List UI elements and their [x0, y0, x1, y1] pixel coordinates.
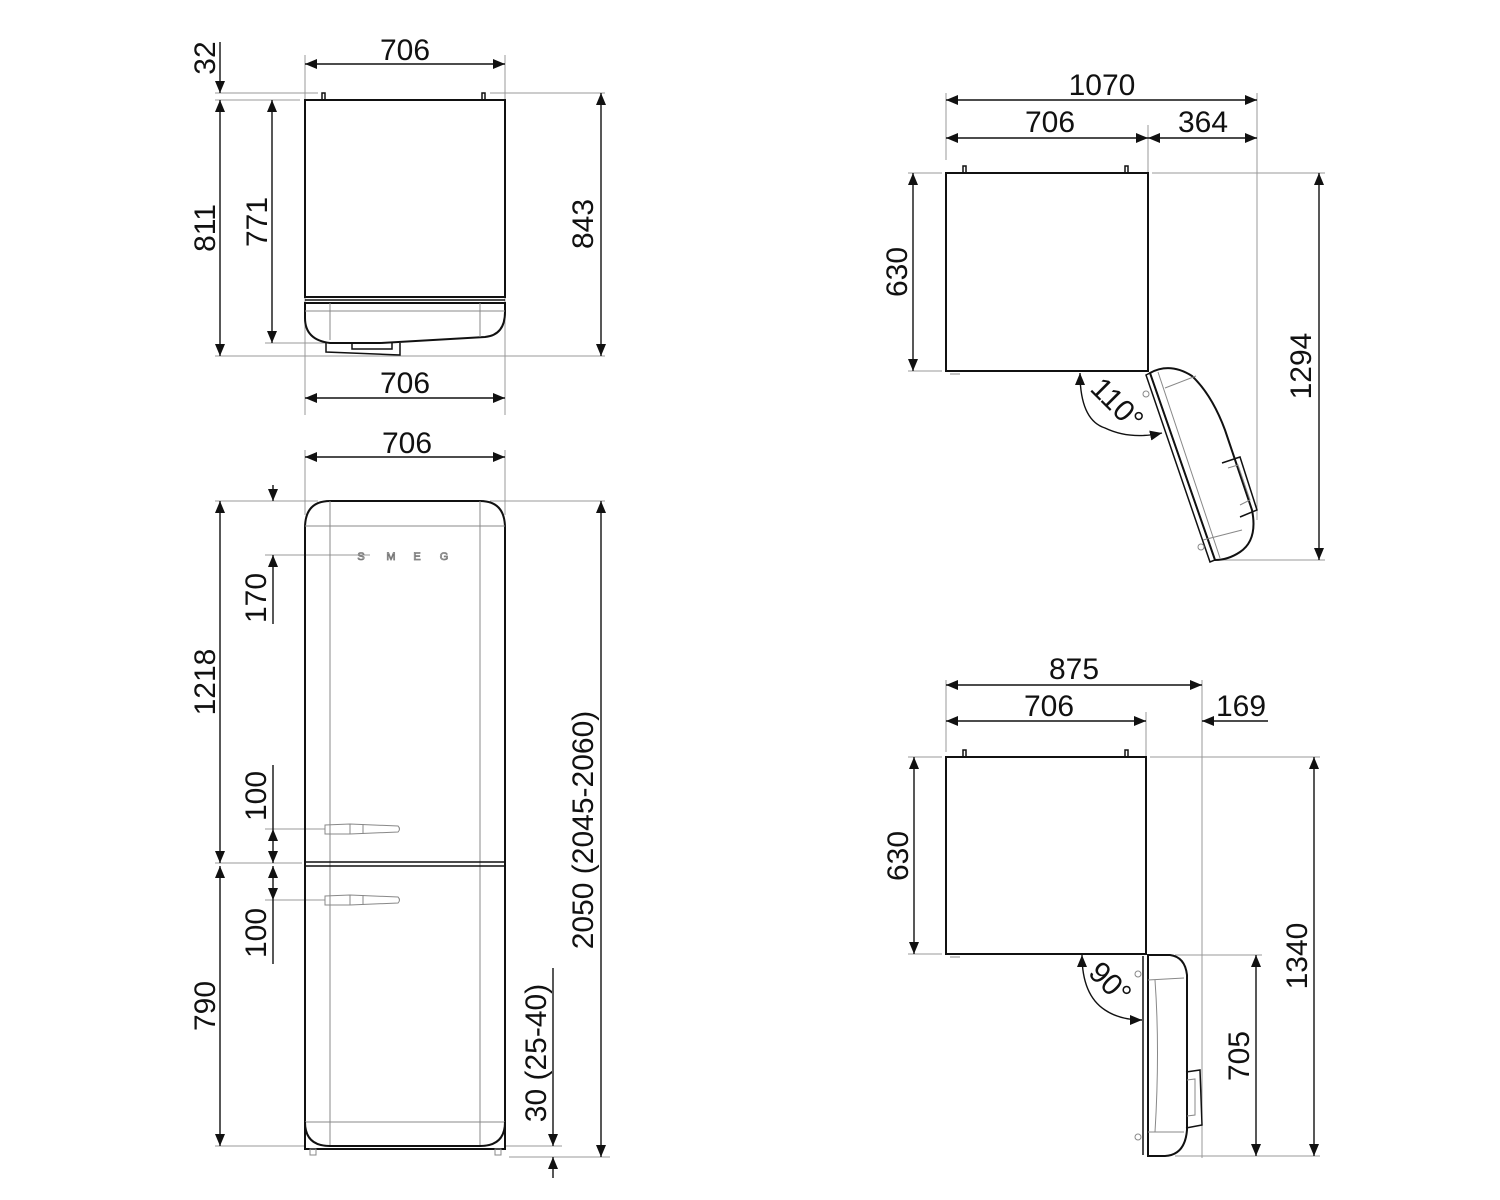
total-height-label: 2050 (2045-2060) [567, 711, 600, 950]
front-view: S M E G 706 170 1218 100 [189, 427, 610, 1178]
lower-handle [324, 894, 400, 906]
door-overhang-110-label: 364 [1178, 106, 1228, 139]
body-width-90-label: 706 [1024, 690, 1074, 723]
side-view-110: 110° 1070 706 364 630 1294 [881, 69, 1325, 563]
body-width-110-label: 706 [1025, 106, 1075, 139]
side-view-90: 90° 875 706 169 630 705 1340 [882, 653, 1320, 1158]
top-view-width-bottom-label: 706 [380, 367, 430, 400]
depth-body-label: 771 [241, 197, 274, 247]
depth-90-label: 630 [882, 831, 915, 881]
upper-door-height-label: 1218 [189, 649, 222, 716]
logo-letter-e: E [413, 551, 420, 563]
logo-from-top-label: 170 [240, 573, 273, 623]
door-depth-90-label: 705 [1223, 1031, 1256, 1081]
upper-handle [324, 823, 400, 835]
depth-110-label: 630 [881, 247, 914, 297]
feet-height-label: 30 (25-40) [520, 984, 553, 1122]
logo-letter-g: G [440, 551, 449, 563]
smeg-logo: S M E G [357, 551, 449, 564]
top-view-width-top-label: 706 [380, 34, 430, 67]
open-angle-110-label: 110° [1084, 371, 1150, 437]
top-view: 706 706 32 811 771 843 [189, 34, 606, 415]
open-door-110 [1142, 367, 1258, 563]
overall-depth-90-label: 1340 [1281, 923, 1314, 990]
overall-width-110-label: 1070 [1069, 69, 1136, 102]
upper-handle-offset-label: 100 [240, 771, 273, 821]
front-width-label: 706 [382, 427, 432, 460]
logo-letter-m: M [386, 551, 395, 563]
logo-letter-s: S [357, 551, 364, 563]
door-overhang-90-label: 169 [1216, 690, 1266, 723]
depth-total-label: 843 [567, 199, 600, 249]
lower-door-height-label: 790 [189, 981, 222, 1031]
lower-handle-offset-label: 100 [240, 908, 273, 958]
hinge-offset-label: 32 [189, 41, 222, 74]
depth-with-handle-label: 811 [189, 204, 222, 252]
overall-depth-110-label: 1294 [1285, 333, 1318, 400]
overall-width-90-label: 875 [1049, 653, 1099, 686]
open-angle-90-label: 90° [1082, 956, 1137, 1011]
open-door-90 [1134, 954, 1203, 1157]
